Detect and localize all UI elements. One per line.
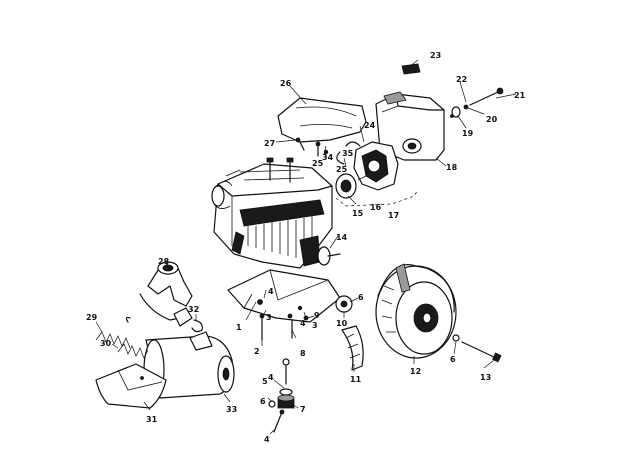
callout-6a: 6 (358, 293, 364, 302)
callout-34: 34 (322, 153, 334, 162)
drive-pulley-part (375, 263, 457, 359)
callout-1: 1 (236, 323, 242, 332)
callout-12: 12 (410, 367, 421, 376)
leader-lines (95, 59, 517, 435)
pulley-bolt-part (452, 334, 502, 363)
callout-labels: 1 2 3 3 4 4 4 4 5 6 6 6 7 8 9 10 11 12 1… (86, 51, 526, 444)
callout-4b: 4 (300, 319, 306, 328)
callout-18: 18 (446, 163, 458, 172)
muffler-shield-part (95, 363, 167, 409)
callout-3b: 3 (312, 321, 318, 330)
callout-5: 5 (262, 377, 268, 386)
callout-17: 17 (388, 211, 399, 220)
belt-guard-part (341, 325, 364, 371)
callout-32: 32 (188, 305, 199, 314)
callout-9: 9 (314, 311, 320, 320)
callout-6b: 6 (450, 355, 456, 364)
callout-33: 33 (226, 405, 237, 414)
mount-stack-part (268, 358, 295, 433)
carburetor-part (336, 141, 399, 191)
callout-8: 8 (300, 349, 306, 358)
callout-16: 16 (370, 203, 382, 212)
callout-25b: 25 (312, 159, 324, 168)
engine-block-part (211, 157, 341, 269)
callout-3a: 3 (266, 313, 272, 322)
callout-4a: 4 (268, 287, 274, 296)
callout-4d: 4 (264, 435, 270, 444)
silencer-bolt-part (450, 87, 504, 118)
callout-6c: 6 (260, 397, 266, 406)
callout-22: 22 (456, 75, 467, 84)
mounting-plate-part (227, 269, 341, 323)
callout-10: 10 (336, 319, 348, 328)
spacer-part (335, 295, 353, 313)
callout-25a: 25 (336, 165, 348, 174)
callout-20: 20 (486, 115, 498, 124)
callout-4c: 4 (268, 373, 274, 382)
callout-24: 24 (364, 121, 376, 130)
exhaust-springs-part (95, 316, 149, 359)
callout-7: 7 (300, 405, 306, 414)
callout-29: 29 (86, 313, 98, 322)
callout-26: 26 (280, 79, 292, 88)
carburetor-flange-part (335, 173, 357, 199)
callout-13: 13 (480, 373, 491, 382)
callout-11: 11 (350, 375, 362, 384)
exhaust-clip-part (191, 319, 203, 333)
callout-2: 2 (254, 347, 260, 356)
callout-28: 28 (158, 257, 170, 266)
plate-fasteners-part (257, 299, 309, 341)
filter-pad-part (401, 63, 421, 75)
cover-screws-part (295, 137, 329, 157)
callout-30: 30 (100, 339, 112, 348)
callout-35: 35 (342, 149, 354, 158)
group-bracket-17 (335, 189, 419, 207)
callout-27: 27 (264, 139, 275, 148)
callout-14: 14 (336, 233, 348, 242)
callout-19: 19 (462, 129, 474, 138)
callout-21: 21 (514, 91, 526, 100)
intake-cover-part (277, 97, 367, 143)
callout-15: 15 (352, 209, 364, 218)
callout-23: 23 (430, 51, 441, 60)
exhaust-manifold-part (139, 261, 193, 327)
callout-31: 31 (146, 415, 158, 424)
